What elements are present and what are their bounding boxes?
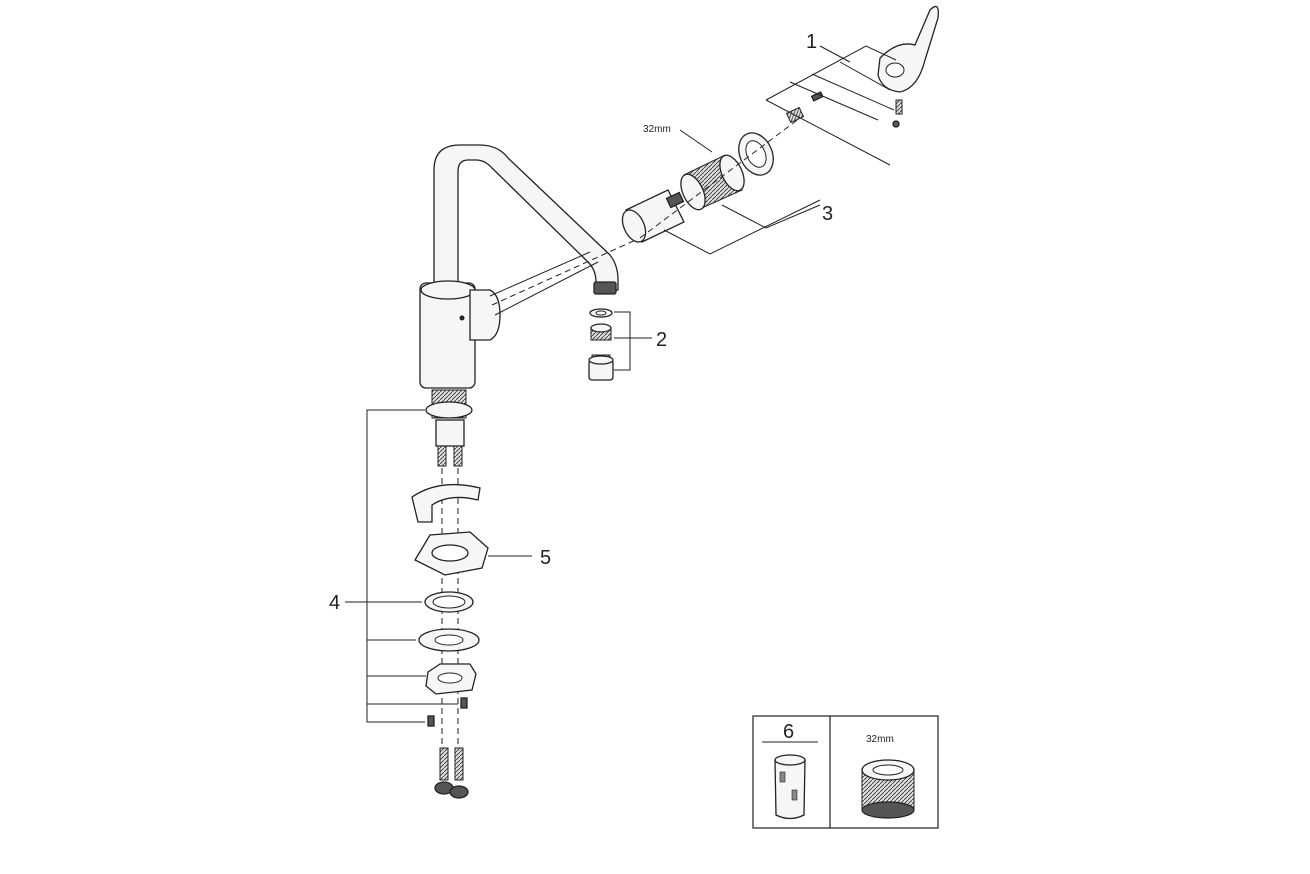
o-ring-seal [424,591,474,613]
callout-1: 1 [806,31,817,53]
bracket-4 [366,409,458,723]
callout-6: 6 [783,721,794,743]
faucet-body [419,144,619,467]
cover-ring [738,132,774,176]
lever-handle [877,5,939,93]
cartridge-nut-size: 32mm [643,124,671,135]
inset-threaded-nut [861,759,915,819]
bracket-2 [614,311,652,371]
cartridge-nut-size-leader [679,129,713,153]
callout-3: 3 [822,203,833,225]
flat-washer [418,628,480,652]
half-shell-gasket [411,483,481,523]
callout-5: 5 [540,547,551,569]
mounting-plate-5 [414,531,489,576]
leader-1 [819,45,851,63]
cartridge-axis [639,117,801,239]
handle-axis-line [491,237,641,306]
bracket-3 [663,199,821,255]
cartridge [621,189,685,243]
aerator-parts [588,308,614,381]
clamp-plate [425,663,477,695]
callout-2: 2 [656,329,667,351]
spare-sleeve [774,754,806,820]
bracket-1 [765,45,897,166]
callout-4: 4 [329,592,340,614]
screws-small [427,697,468,727]
handle-axis-guide [489,251,599,316]
handle-small-parts [785,91,903,128]
cartridge-nut [680,154,745,211]
inset-nut-size: 32mm [866,734,894,745]
hose-ends [434,747,469,799]
